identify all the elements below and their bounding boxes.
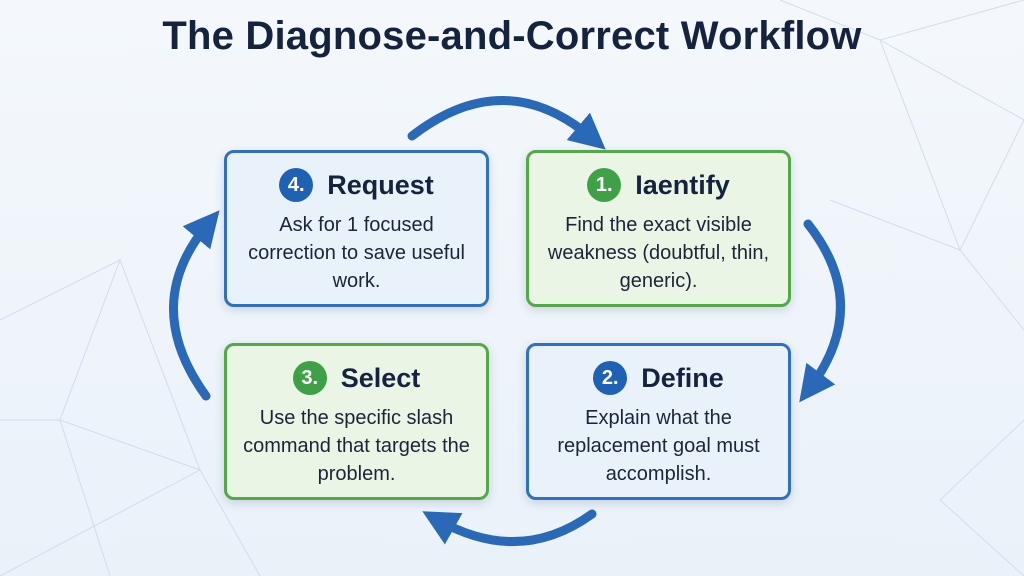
curved-arrow-icon bbox=[407, 96, 606, 150]
step-number-badge: 4. bbox=[279, 168, 314, 202]
step-description: Ask for 1 focused correction to save use… bbox=[248, 214, 465, 292]
step-description: Explain what the replacement goal must a… bbox=[557, 407, 760, 485]
step-header: 4. Request bbox=[227, 167, 486, 203]
curved-arrow-icon bbox=[799, 219, 845, 403]
step-description: Find the exact visible weakness (doubtfu… bbox=[547, 214, 770, 292]
step-header: 2. Define bbox=[529, 360, 788, 396]
step-title: Select bbox=[340, 362, 421, 393]
step-header: 3. Select bbox=[227, 360, 486, 396]
step-description: Use the specific slash command that targ… bbox=[243, 407, 470, 485]
step-card-define: 2. Define Explain what the replacement g… bbox=[526, 343, 791, 500]
step-card-identify: 1. Iaentify Find the exact visible weakn… bbox=[526, 150, 791, 307]
page-title: The Diagnose-and-Correct Workflow bbox=[162, 14, 862, 58]
step-number-badge: 3. bbox=[292, 361, 327, 395]
step-card-request: 4. Request Ask for 1 focused correction … bbox=[224, 150, 489, 307]
step-number-badge: 2. bbox=[593, 361, 628, 395]
step-card-select: 3. Select Use the specific slash command… bbox=[224, 343, 489, 500]
step-title: Request bbox=[327, 169, 434, 200]
step-number-badge: 1. bbox=[587, 168, 622, 202]
curved-arrow-icon bbox=[422, 509, 597, 546]
step-title: Iaentify bbox=[635, 169, 730, 200]
curved-arrow-icon bbox=[169, 210, 220, 401]
step-header: 1. Iaentify bbox=[529, 167, 788, 203]
step-title: Define bbox=[641, 362, 724, 393]
